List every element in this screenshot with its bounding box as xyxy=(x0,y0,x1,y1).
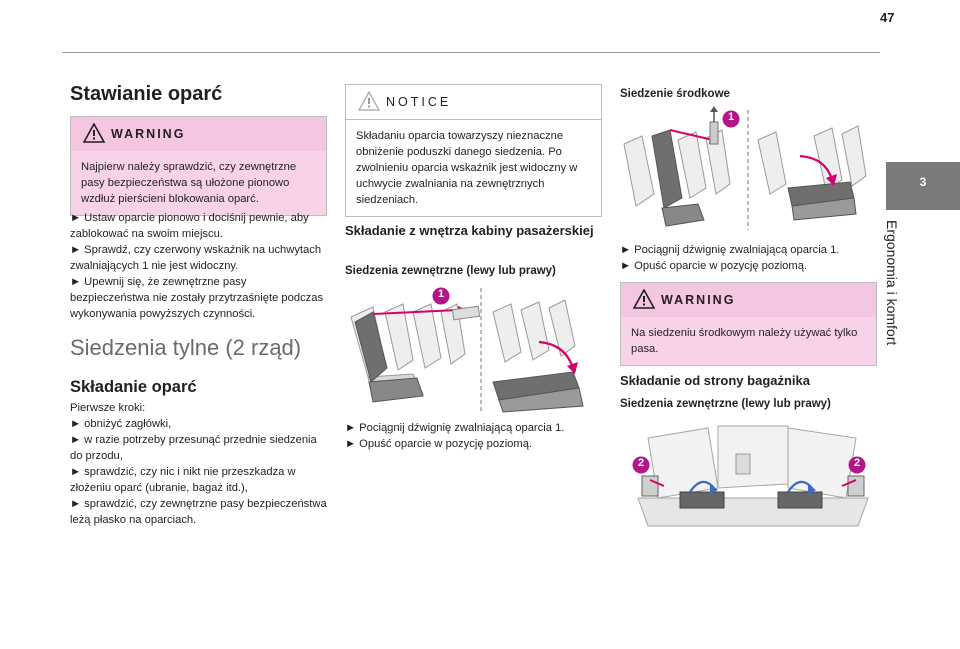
warning-box-1: WARNING Najpierw należy sprawdzić, czy z… xyxy=(70,116,327,216)
warning-header-2: WARNING xyxy=(621,283,876,317)
first-step-4: ► sprawdzić, czy zewnętrzne pasy bezpiec… xyxy=(70,498,327,526)
marker-1-label: 1 xyxy=(437,288,445,300)
first-step-2: ► w razie potrzeby przesunąć przednie si… xyxy=(70,434,317,462)
warning-text: Najpierw należy sprawdzić, czy zewnętrzn… xyxy=(71,151,326,215)
illustration-middle-seat-fold xyxy=(623,106,867,230)
notice-box: NOTICE Składaniu oparcia towarzyszy niez… xyxy=(345,84,602,217)
marker-1-circle xyxy=(432,287,450,305)
column-1-steps: ► Ustaw oparcie pionowo i dociśnij pewni… xyxy=(70,210,328,322)
heading-fold-backrests: Składanie oparć xyxy=(70,378,197,396)
top-rule xyxy=(62,52,880,53)
col3-step-1: ► Pociągnij dźwignię zwalniającą oparcia… xyxy=(620,244,840,256)
column-3-steps: ► Pociągnij dźwignię zwalniającą oparcia… xyxy=(620,242,875,274)
step-3: ► Upewnij się, że zewnętrzne pasy bezpie… xyxy=(70,276,324,320)
warning-label: WARNING xyxy=(111,127,186,141)
chapter-tab[interactable] xyxy=(886,162,960,210)
warning-box-2: WARNING Na siedzeniu środkowym należy uż… xyxy=(620,282,877,366)
col2-step-1: ► Pociągnij dźwignię zwalniającą oparcia… xyxy=(345,422,565,434)
warning-icon-2 xyxy=(633,289,655,309)
col3-step-2: ► Opuść oparcie w pozycję poziomą. xyxy=(620,260,808,272)
marker-2-left-circle xyxy=(632,456,650,474)
marker-1b-label: 1 xyxy=(727,111,735,123)
subhead-outer-seats-boot: Siedzenia zewnętrzne (lewy lub prawy) xyxy=(620,398,831,410)
chapter-title-text: Ergonomia i komfort xyxy=(884,220,900,346)
first-step-1: ► obniżyć zagłówki, xyxy=(70,418,172,430)
warning-icon xyxy=(83,123,105,143)
column-2-steps: ► Pociągnij dźwignię zwalniającą oparcia… xyxy=(345,420,600,452)
warning-header: WARNING xyxy=(71,117,326,151)
warning-label-2: WARNING xyxy=(661,293,736,307)
first-step-3: ► sprawdzić, czy nic i nikt nie przeszka… xyxy=(70,466,296,494)
chapter-title: Ergonomia i komfort xyxy=(880,220,920,400)
subhead-outer-seats: Siedzenia zewnętrzne (lewy lub prawy) xyxy=(345,265,556,277)
notice-icon xyxy=(358,91,380,111)
chapter-tab-number: 3 xyxy=(919,175,927,189)
heading-inside-cabin: Składanie z wnętrza kabiny pasażerskiej xyxy=(345,223,594,238)
marker-2-right-circle xyxy=(848,456,866,474)
first-steps-label: Pierwsze kroki: xyxy=(70,402,146,414)
subhead-middle-seat: Siedzenie środkowe xyxy=(620,88,730,100)
notice-label: NOTICE xyxy=(386,95,452,109)
first-steps: Pierwsze kroki: ► obniżyć zagłówki, ► w … xyxy=(70,400,328,528)
marker-2-left-label: 2 xyxy=(637,457,645,469)
marker-1b-circle xyxy=(722,110,740,128)
warning-text-2: Na siedzeniu środkowym należy używać tyl… xyxy=(621,317,876,365)
column-1: Stawianie oparć xyxy=(70,83,328,105)
marker-2-right-label: 2 xyxy=(853,457,861,469)
big-heading: Siedzenia tylne (2 rząd) xyxy=(70,335,302,360)
notice-text: Składaniu oparcia towarzyszy nieznaczne … xyxy=(346,120,601,216)
step-2: ► Sprawdź, czy czerwony wskaźnik na uchw… xyxy=(70,244,322,272)
illustration-outer-seat-fold xyxy=(350,288,584,413)
illustration-boot-release xyxy=(637,425,869,527)
step-1: ► Ustaw oparcie pionowo i dociśnij pewni… xyxy=(70,212,309,240)
col2-step-2: ► Opuść oparcie w pozycję poziomą. xyxy=(345,438,533,450)
heading-from-boot: Składanie od strony bagażnika xyxy=(620,373,810,388)
section-title: Stawianie oparć xyxy=(70,83,223,105)
page-number: 47 xyxy=(880,10,895,25)
notice-header: NOTICE xyxy=(346,85,601,120)
